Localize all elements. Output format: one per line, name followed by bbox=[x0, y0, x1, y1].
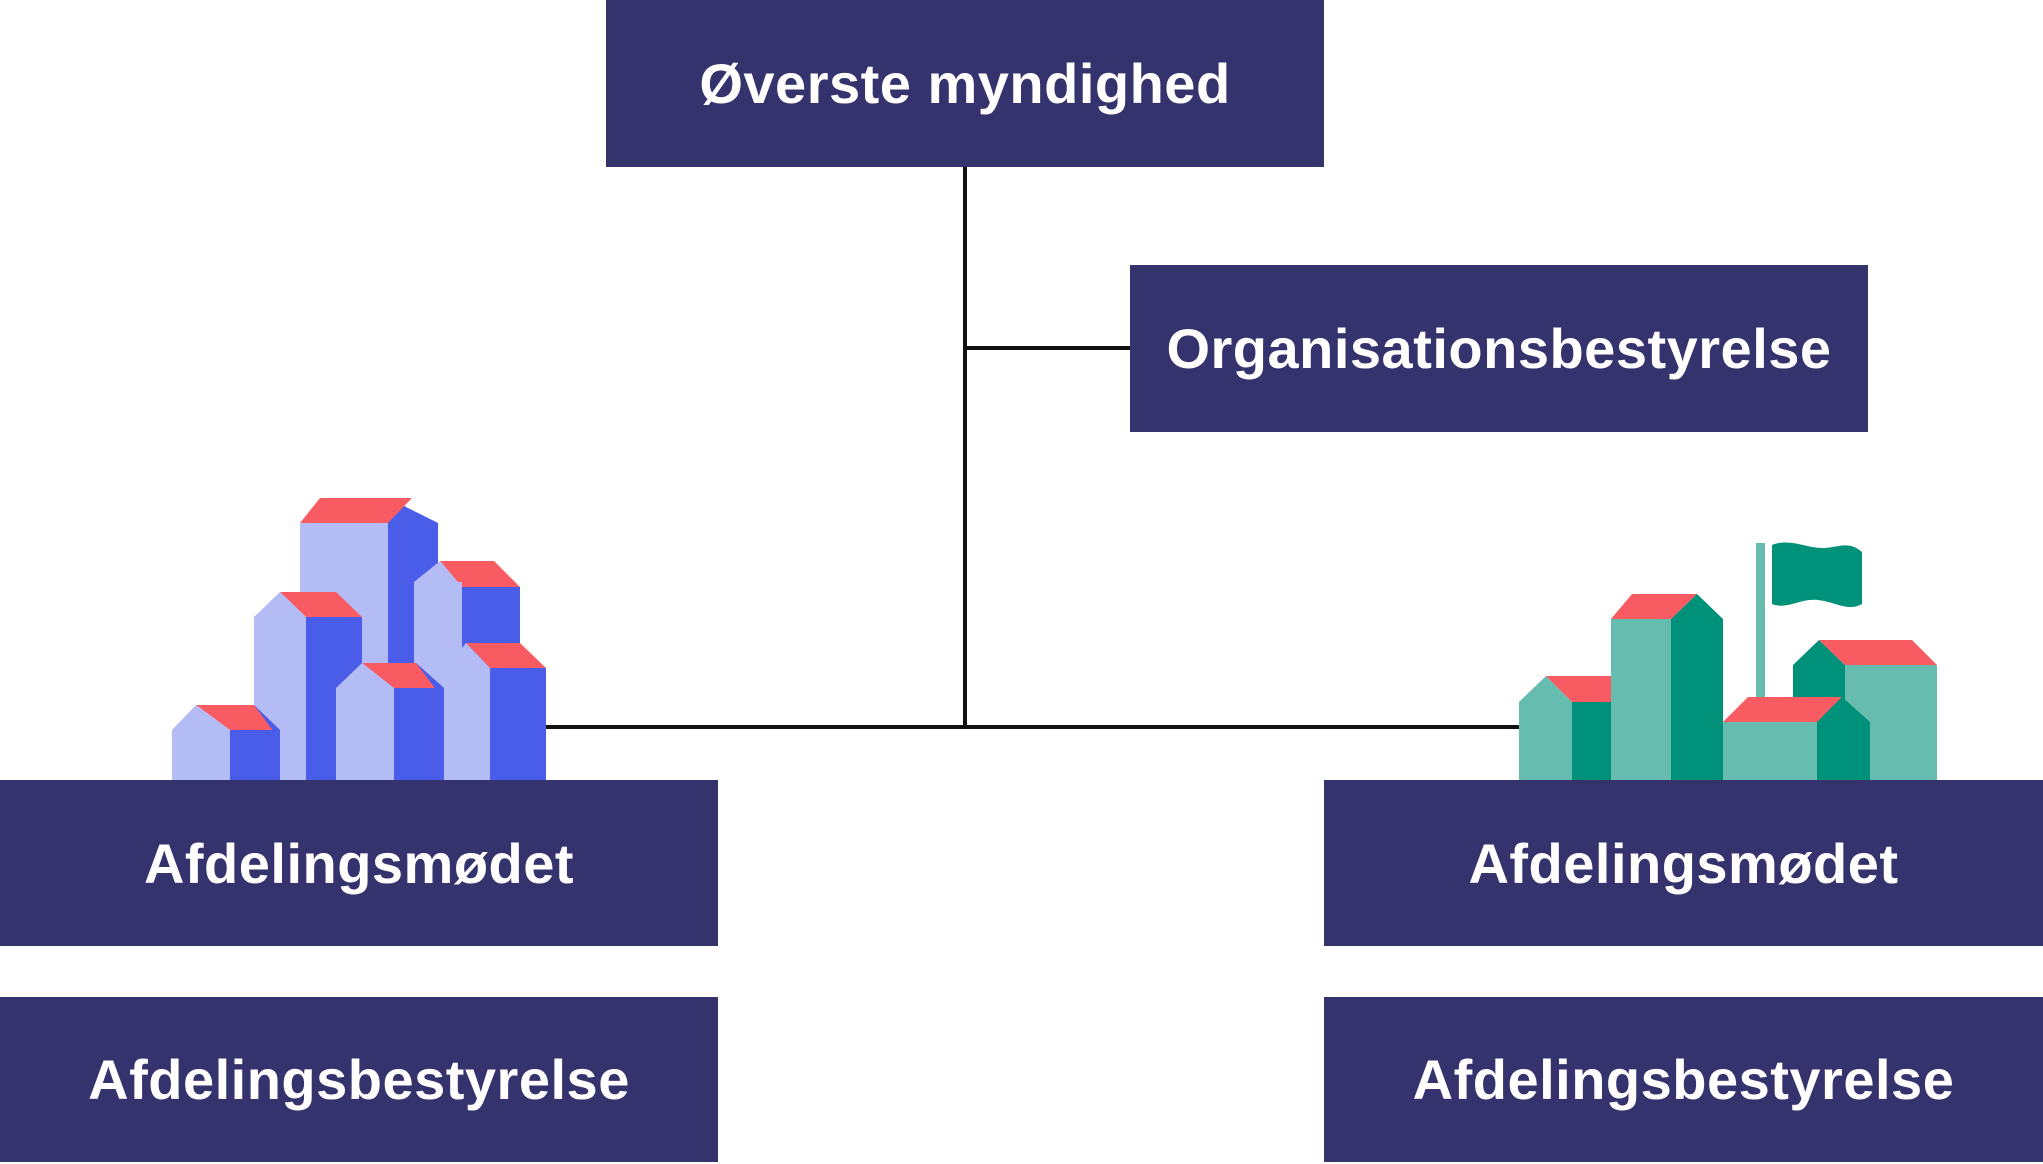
right-department-board-box: Afdelingsbestyrelse bbox=[1324, 997, 2043, 1162]
connector-horizontal-bottom bbox=[545, 725, 1520, 729]
connector-to-organisation-board bbox=[965, 346, 1130, 350]
organisation-board-label: Organisationsbestyrelse bbox=[1166, 317, 1832, 380]
left-department-meeting-label: Afdelingsmødet bbox=[143, 831, 575, 895]
connector-vertical bbox=[963, 167, 967, 728]
houses-with-flag-illustration bbox=[1519, 542, 1937, 780]
left-department-board-box: Afdelingsbestyrelse bbox=[0, 997, 718, 1162]
left-buildings-group bbox=[172, 498, 546, 780]
organisation-board-box: Organisationsbestyrelse bbox=[1130, 265, 1868, 432]
top-authority-box: Øverste myndighed bbox=[606, 0, 1324, 167]
left-department-board-label: Afdelingsbestyrelse bbox=[88, 1048, 630, 1111]
top-authority-label: Øverste myndighed bbox=[699, 52, 1231, 115]
right-department-board-label: Afdelingsbestyrelse bbox=[1412, 1048, 1955, 1111]
right-department-meeting-label: Afdelingsmødet bbox=[1468, 831, 1899, 895]
right-department-meeting-box: Afdelingsmødet bbox=[1324, 780, 2043, 946]
left-department-meeting-box: Afdelingsmødet bbox=[0, 780, 718, 946]
